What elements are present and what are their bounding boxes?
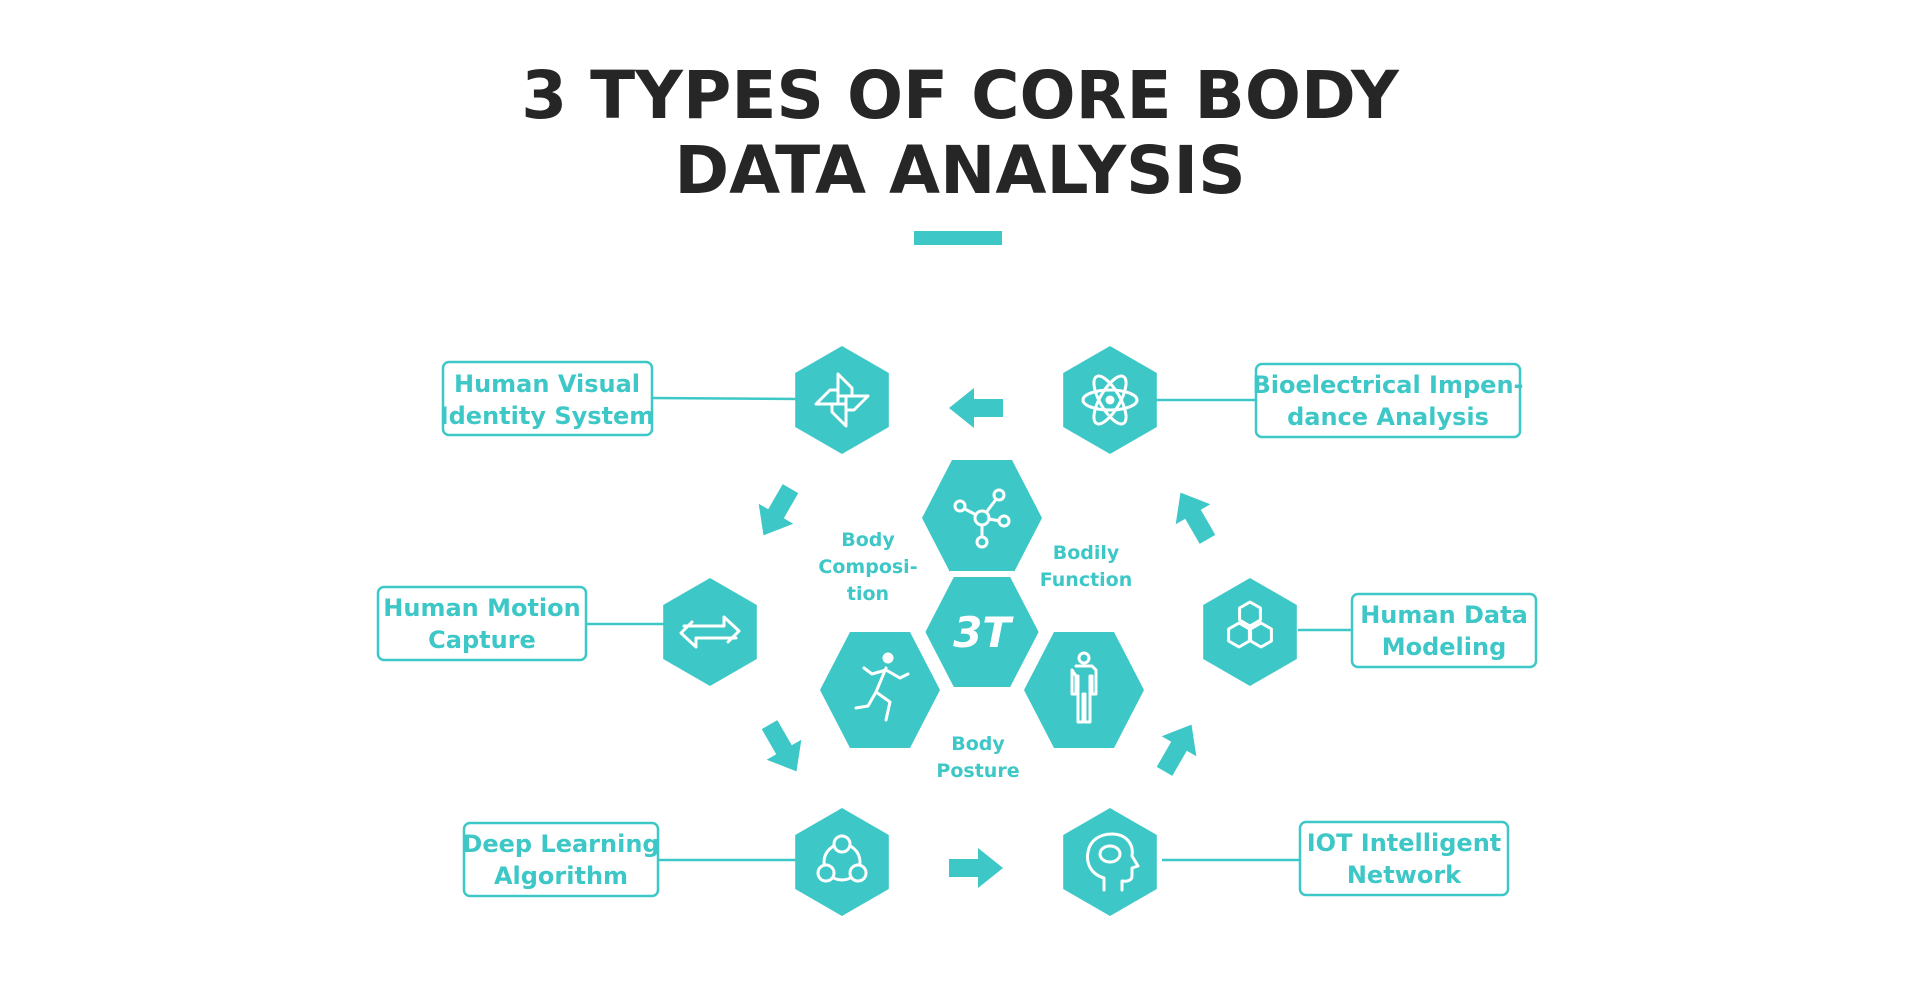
network-circles-icon — [816, 834, 868, 883]
flow-arrow-down-left-1 — [746, 478, 808, 546]
node-deep-learning-box: Deep Learning Algorithm — [462, 821, 660, 898]
category-function-line-2: Function — [1040, 569, 1133, 591]
node-motion-line-1: Human Motion — [383, 594, 580, 622]
node-motion-line-2: Capture — [428, 626, 536, 654]
category-bodily-function: Bodily Function — [1040, 542, 1133, 591]
flow-arrow-right — [949, 848, 1003, 888]
hex-iot — [1063, 808, 1157, 916]
flow-arrow-up-right-1 — [1147, 714, 1209, 782]
category-function-line-1: Bodily — [1053, 542, 1120, 564]
node-modeling-line-1: Human Data — [1360, 601, 1528, 629]
human-body-icon — [1070, 651, 1098, 724]
head-brain-icon — [1086, 832, 1140, 892]
node-visual-line-2: Identity System — [440, 402, 655, 430]
node-modeling-line-2: Modeling — [1382, 633, 1507, 661]
category-composition-line-3: tion — [847, 583, 889, 605]
atom-icon — [1081, 374, 1139, 426]
node-iot-box: IOT Intelligent Network — [1298, 820, 1510, 897]
hex-bioelectrical — [1063, 346, 1157, 454]
hex-deep-learning — [795, 808, 889, 916]
title-underline — [914, 231, 1002, 245]
center-hex-left — [820, 632, 940, 748]
center-hex-top — [922, 460, 1042, 576]
hex-visual — [795, 346, 889, 454]
node-bioelectrical-box: Bioelectrical Impen- dance Analysis — [1253, 362, 1524, 439]
node-deep-learning-line-2: Algorithm — [494, 862, 628, 890]
pinwheel-icon — [814, 372, 870, 428]
connector-visual — [651, 396, 801, 401]
node-motion-box: Human Motion Capture — [376, 585, 588, 662]
running-person-icon — [854, 652, 910, 722]
center-label: 3T — [953, 608, 1014, 657]
node-visual-line-1: Human Visual — [454, 370, 640, 398]
page-title-line-2: DATA ANALYSIS — [674, 132, 1245, 209]
node-bioelectrical-line-1: Bioelectrical Impen- — [1253, 371, 1524, 399]
category-posture-line-2: Posture — [936, 760, 1019, 782]
node-visual-box: Human Visual Identity System — [440, 360, 655, 437]
node-deep-learning-line-1: Deep Learning — [462, 830, 659, 858]
page-title-line-1: 3 TYPES OF CORE BODY — [521, 57, 1400, 134]
center-hex-right — [1024, 632, 1144, 748]
center-hex-3t: 3T — [922, 574, 1042, 690]
hexagon-cluster-icon — [1227, 600, 1273, 649]
node-iot-line-1: IOT Intelligent — [1307, 829, 1502, 857]
category-body-composition: Body Composi- tion — [818, 529, 917, 605]
flow-arrow-up-right-2 — [1163, 482, 1225, 550]
node-bioelectrical-line-2: dance Analysis — [1287, 403, 1489, 431]
hex-motion — [663, 578, 757, 686]
category-posture-line-1: Body — [951, 733, 1005, 755]
category-composition-line-2: Composi- — [818, 556, 917, 578]
node-iot-line-2: Network — [1347, 861, 1462, 889]
exchange-arrows-icon — [679, 615, 741, 649]
molecule-icon — [953, 488, 1011, 549]
category-body-posture: Body Posture — [936, 733, 1019, 782]
node-modeling-box: Human Data Modeling — [1350, 592, 1538, 669]
flow-arrow-left — [949, 388, 1003, 428]
flow-arrow-down-left-2 — [752, 714, 814, 782]
hex-modeling — [1203, 578, 1297, 686]
category-composition-line-1: Body — [841, 529, 895, 551]
